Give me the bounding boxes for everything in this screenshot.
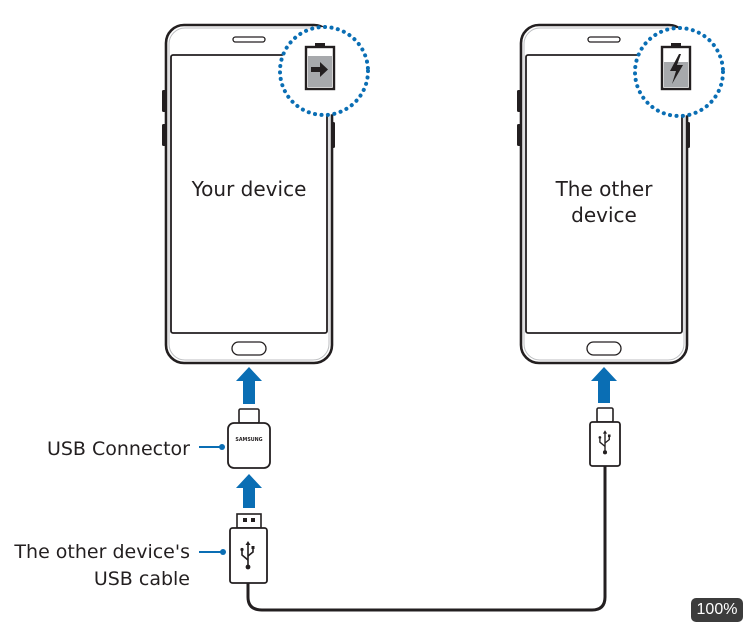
connector-plug — [238, 408, 260, 424]
other-device-label-line1: The other — [555, 177, 654, 201]
your-device-phone: Your device — [162, 23, 335, 365]
usb-icon — [598, 430, 611, 455]
other-device-label-line2: device — [571, 203, 637, 227]
usb-a-tip — [236, 513, 262, 529]
upload-arrow-icon — [591, 367, 617, 403]
usb-cable-label-line2: USB cable — [94, 568, 190, 590]
battery-transfer-arrow-icon — [304, 43, 336, 91]
usb-cable-label-line1: The other device's — [13, 541, 190, 563]
home-button — [231, 341, 267, 356]
other-device-status-callout — [633, 26, 725, 118]
zoom-level-badge: 100% — [691, 598, 743, 622]
micro-usb-cable-plug — [589, 407, 621, 467]
usb-connector-label: USB Connector — [47, 438, 190, 460]
home-button — [586, 341, 622, 356]
phone-inner-edge — [168, 27, 330, 361]
usb-icon — [240, 541, 255, 570]
connector-brand: SAMSUNG — [235, 437, 262, 443]
leader-dot — [219, 444, 225, 450]
phone-inner-edge — [523, 27, 685, 361]
screen — [170, 54, 328, 334]
usb-connector: SAMSUNG — [227, 408, 271, 469]
upload-arrow-icon — [236, 367, 262, 404]
screen — [525, 54, 683, 334]
your-device-status-callout — [278, 25, 370, 117]
usb-a-cable-plug — [229, 513, 268, 584]
connector-body — [227, 422, 271, 469]
leader-dot — [220, 549, 226, 555]
usb-cable-wire — [246, 466, 607, 612]
battery-charging-bolt-icon — [660, 43, 692, 91]
micro-usb-tip — [596, 407, 614, 423]
usb-connector-callout: USB Connector — [47, 438, 225, 460]
upload-arrow-icon — [236, 474, 262, 508]
earpiece — [232, 36, 266, 43]
other-device-phone: The other device — [517, 23, 690, 365]
your-device-label: Your device — [191, 177, 307, 201]
usb-cable-callout: The other device's USB cable — [13, 541, 226, 590]
earpiece — [587, 36, 621, 43]
